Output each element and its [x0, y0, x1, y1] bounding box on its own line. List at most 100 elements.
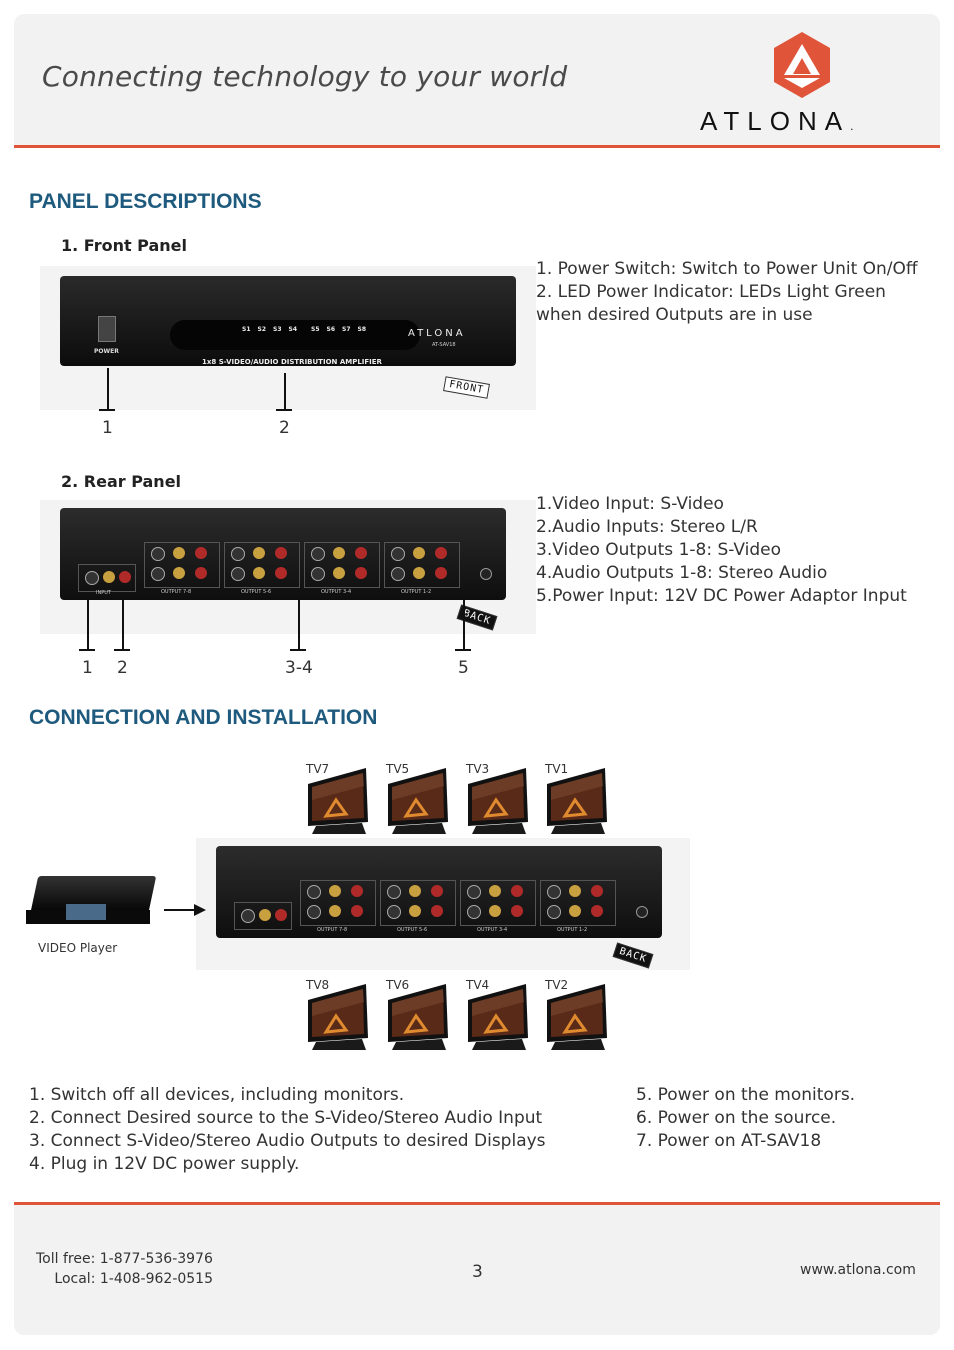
audio-output-icon: [173, 567, 185, 579]
output-group-label: OUTPUT 1-2: [557, 927, 588, 933]
step-item: 2. Connect Desired source to the S-Video…: [29, 1108, 543, 1128]
audio-output-icon: [511, 905, 523, 917]
tv-icon: [468, 768, 528, 834]
input-block: [78, 564, 136, 592]
step-item: 7. Power on AT-SAV18: [636, 1131, 822, 1151]
led-label: S3: [273, 326, 282, 333]
audio-output-icon: [195, 547, 207, 559]
step-item: 3. Connect S-Video/Stereo Audio Outputs …: [29, 1131, 546, 1151]
svideo-output-icon: [151, 547, 165, 561]
toll-free: Toll free: 1-877-536-3976: [36, 1251, 213, 1267]
website-link[interactable]: www.atlona.com: [800, 1262, 916, 1278]
rear-callout-cap-5: [455, 649, 471, 651]
front-desc-item: 1. Power Switch: Switch to Power Unit On…: [536, 259, 918, 279]
tv-label: TV1: [545, 762, 569, 776]
tv-icon: [547, 984, 607, 1050]
tv-label: TV6: [386, 978, 410, 992]
tv-icon: [547, 768, 607, 834]
audio-output-icon: [253, 547, 265, 559]
led-label: S6: [326, 326, 336, 333]
audio-output-icon: [333, 547, 345, 559]
connection-svideo-icon: [241, 909, 255, 923]
output-group: OUTPUT 3-4: [460, 880, 536, 933]
audio-output-icon: [489, 885, 501, 897]
svideo-output-icon: [151, 567, 165, 581]
audio-output-icon: [409, 885, 421, 897]
rear-callout-1: 1: [82, 658, 93, 678]
svideo-output-icon: [231, 547, 245, 561]
audio-output-icon: [355, 547, 367, 559]
audio-input-r-icon: [119, 571, 131, 583]
output-group-label: OUTPUT 7-8: [317, 927, 348, 933]
audio-output-icon: [435, 567, 447, 579]
step-item: 5. Power on the monitors.: [636, 1085, 856, 1105]
output-group: OUTPUT 1-2: [384, 542, 460, 595]
led-label: S5: [311, 326, 320, 333]
tv-icon: [308, 984, 368, 1050]
rear-desc-item: 4.Audio Outputs 1-8: Stereo Audio: [536, 563, 828, 583]
audio-input-l-icon: [103, 571, 115, 583]
rear-panel-heading: 2. Rear Panel: [61, 472, 182, 491]
callout-cap-1: [99, 409, 115, 411]
output-group-label: OUTPUT 5-6: [241, 589, 272, 595]
front-panel-descriptions: 1. Power Switch: Switch to Power Unit On…: [536, 258, 936, 327]
svideo-output-icon: [547, 885, 561, 899]
connection-audio-l-icon: [259, 909, 271, 921]
audio-output-icon: [351, 885, 363, 897]
local-phone: Local: 1-408-962-0515: [54, 1271, 213, 1287]
led-window: [170, 320, 420, 350]
atlona-logo-icon: [774, 32, 830, 98]
rear-callout-3-4: 3-4: [285, 658, 313, 678]
rear-desc-item: 2.Audio Inputs: Stereo L/R: [536, 517, 758, 537]
callout-line-1: [107, 368, 109, 410]
section-title-panel-descriptions: PANEL DESCRIPTIONS: [29, 190, 262, 213]
step-item: 1. Switch off all devices, including mon…: [29, 1085, 405, 1105]
input-label: INPUT: [96, 590, 111, 596]
audio-output-icon: [569, 905, 581, 917]
tv-icon: [308, 768, 368, 834]
svideo-output-icon: [311, 547, 325, 561]
svideo-output-icon: [311, 567, 325, 581]
audio-output-icon: [173, 547, 185, 559]
output-group: OUTPUT 5-6: [224, 542, 300, 595]
callout-cap-2: [276, 409, 292, 411]
footer-divider: [14, 1202, 940, 1205]
output-group: OUTPUT 7-8: [300, 880, 376, 933]
power-label: POWER: [94, 348, 119, 355]
rear-callout-cap-1: [79, 649, 95, 651]
connection-audio-r-icon: [275, 909, 287, 921]
tv-label: TV3: [466, 762, 490, 776]
audio-output-icon: [351, 905, 363, 917]
audio-output-icon: [435, 547, 447, 559]
front-desc-item: 2. LED Power Indicator: LEDs Light Green…: [536, 282, 886, 325]
page-number: 3: [472, 1262, 483, 1282]
connection-back-tag: BACK: [612, 942, 654, 969]
right-arrow-icon: [164, 904, 206, 916]
section-title-connection: CONNECTION AND INSTALLATION: [29, 706, 378, 729]
audio-output-icon: [591, 885, 603, 897]
svideo-output-icon: [231, 567, 245, 581]
svideo-output-icon: [387, 905, 401, 919]
steps-right: 5. Power on the monitors. 6. Power on th…: [636, 1084, 936, 1153]
audio-output-icon: [409, 905, 421, 917]
tv-icon: [468, 984, 528, 1050]
contact-info: Toll free: 1-877-536-3976 Local: 1-408-9…: [36, 1249, 213, 1289]
svideo-output-icon: [467, 885, 481, 899]
audio-output-icon: [329, 905, 341, 917]
output-group-label: OUTPUT 1-2: [401, 589, 432, 595]
led-label: S7: [342, 326, 351, 333]
rear-callout-cap-3: [290, 649, 306, 651]
audio-output-icon: [431, 905, 443, 917]
svideo-input-icon: [85, 571, 99, 585]
rear-desc-item: 1.Video Input: S-Video: [536, 494, 724, 514]
connection-dc-jack-icon: [636, 906, 648, 918]
rear-callout-line-2: [122, 600, 124, 650]
svideo-output-icon: [387, 885, 401, 899]
page-footer: [14, 1205, 940, 1335]
audio-output-icon: [333, 567, 345, 579]
